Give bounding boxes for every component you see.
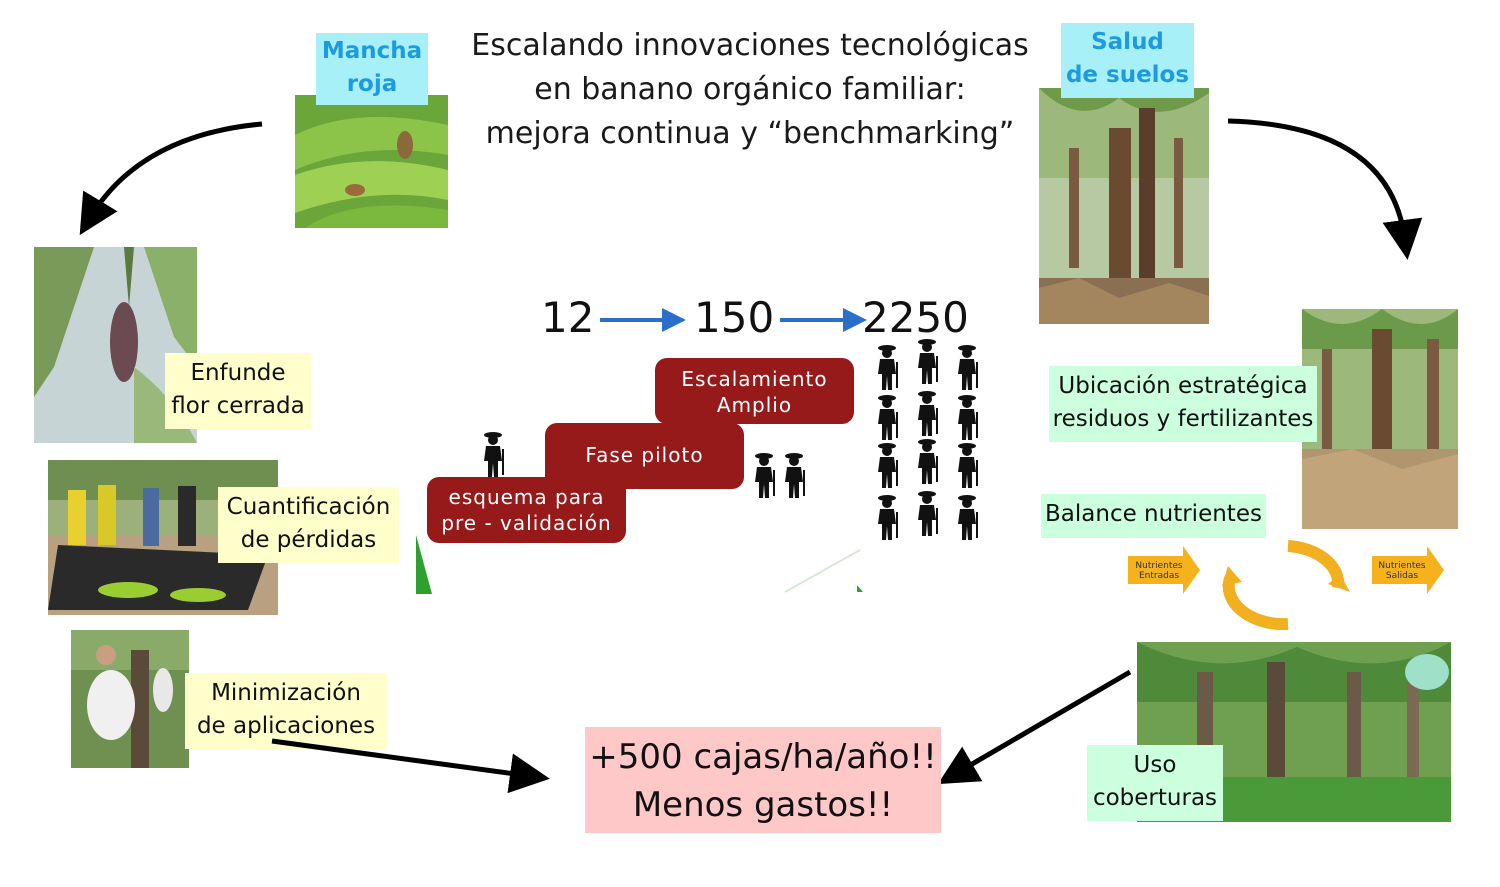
farmer-icon — [958, 495, 978, 540]
farmer-icon — [958, 395, 978, 440]
scale-number-12: 12 — [541, 293, 595, 342]
label-salud-line-1: Salud — [1091, 29, 1164, 55]
label-enfunde-line-1: Enfunde — [190, 360, 286, 386]
step-pre-validacion-line-2: pre - validación — [441, 511, 612, 535]
result-box: +500 cajas/ha/año!! Menos gastos!! — [585, 727, 941, 833]
farmer-icon — [918, 439, 938, 484]
farmer-icon — [958, 345, 978, 390]
label-uso-coberturas: Uso coberturas — [1087, 745, 1223, 821]
farmer-icon — [918, 391, 938, 436]
result-line-1: +500 cajas/ha/año!! — [589, 737, 937, 777]
photo-salud-suelos — [1039, 88, 1209, 324]
nutrient-in-arrow-icon — [1128, 546, 1200, 594]
cycle-arrow-icon — [1222, 576, 1289, 630]
step-pre-validacion-line-1: esquema para — [448, 485, 605, 509]
step-escalamiento-line-2: Amplio — [716, 393, 793, 417]
label-salud-suelos: Salud de suelos — [1061, 23, 1194, 98]
page-title: Escalando innovaciones tecnológicas en b… — [430, 24, 1070, 156]
farmer-icon — [918, 339, 938, 384]
nutrient-out-arrow-icon — [1372, 546, 1444, 594]
nutrient-in-line-1: Nutrientes — [1135, 561, 1183, 571]
label-minimizacion: Minimización de aplicaciones — [185, 673, 387, 749]
scale-number-150: 150 — [694, 293, 775, 342]
step-fase-piloto-text: Fase piloto — [585, 443, 704, 467]
label-balance: Balance nutrientes — [1041, 494, 1266, 538]
label-ubicacion: Ubicación estratégica residuos y fertili… — [1049, 366, 1317, 442]
label-enfunde: Enfunde flor cerrada — [165, 353, 311, 429]
nutrient-cycle — [1128, 540, 1444, 630]
label-mancha-line-1: Mancha — [321, 38, 423, 64]
farmer-icon — [958, 443, 978, 488]
photo-minimizacion — [71, 630, 189, 768]
scale-number-2250: 2250 — [862, 293, 969, 342]
label-ubicacion-line-1: Ubicación estratégica — [1058, 373, 1308, 399]
label-minimizacion-line-2: de aplicaciones — [196, 713, 376, 739]
label-enfunde-line-2: flor cerrada — [171, 393, 305, 419]
nutrient-out-line-2: Salidas — [1385, 571, 1419, 581]
nutrient-out-label: Nutrientes Salidas — [1374, 561, 1430, 581]
farmer-icon — [755, 453, 775, 498]
label-uso-line-2: coberturas — [1092, 785, 1218, 811]
step-fase-piloto: Fase piloto — [545, 423, 744, 489]
farmer-icon — [878, 395, 898, 440]
label-mancha-line-2: roja — [346, 71, 398, 97]
label-uso-line-1: Uso — [1133, 752, 1177, 778]
nutrient-in-label: Nutrientes Entradas — [1131, 561, 1187, 581]
result-line-2: Menos gastos!! — [632, 785, 894, 825]
photo-mancha-roja — [295, 95, 448, 228]
nutrient-out-line-1: Nutrientes — [1378, 561, 1426, 571]
photo-ubicacion — [1302, 309, 1458, 529]
title-line-1: Escalando innovaciones tecnológicas — [471, 28, 1029, 63]
label-balance-text: Balance nutrientes — [1045, 501, 1262, 527]
label-minimizacion-line-1: Minimización — [211, 680, 361, 706]
step-escalamiento-line-1: Escalamiento — [681, 367, 828, 391]
nutrient-in-line-2: Entradas — [1138, 571, 1180, 581]
farmer-icon — [878, 443, 898, 488]
arrow-top-right — [1227, 118, 1423, 260]
farmer-icon — [484, 432, 504, 477]
label-salud-line-2: de suelos — [1065, 62, 1190, 88]
farmer-icon — [878, 345, 898, 390]
label-cuantificacion-line-2: de pérdidas — [240, 527, 377, 553]
title-line-2: en banano orgánico familiar: — [534, 72, 966, 107]
label-cuantificacion: Cuantificación de pérdidas — [218, 487, 399, 563]
farmer-icon — [878, 495, 898, 540]
step-pre-validacion: esquema para pre - validación — [427, 477, 626, 543]
label-ubicacion-line-2: residuos y fertilizantes — [1052, 406, 1314, 432]
label-mancha-roja: Mancha roja — [316, 33, 428, 105]
arrow-top-left — [79, 121, 263, 236]
photo-cuantificacion — [48, 460, 278, 615]
label-cuantificacion-line-1: Cuantificación — [226, 494, 391, 520]
farmer-icon — [918, 491, 938, 536]
title-line-3: mejora continua y “benchmarking” — [485, 116, 1015, 151]
farmer-icon — [785, 453, 805, 498]
step-escalamiento: Escalamiento Amplio — [655, 358, 854, 424]
